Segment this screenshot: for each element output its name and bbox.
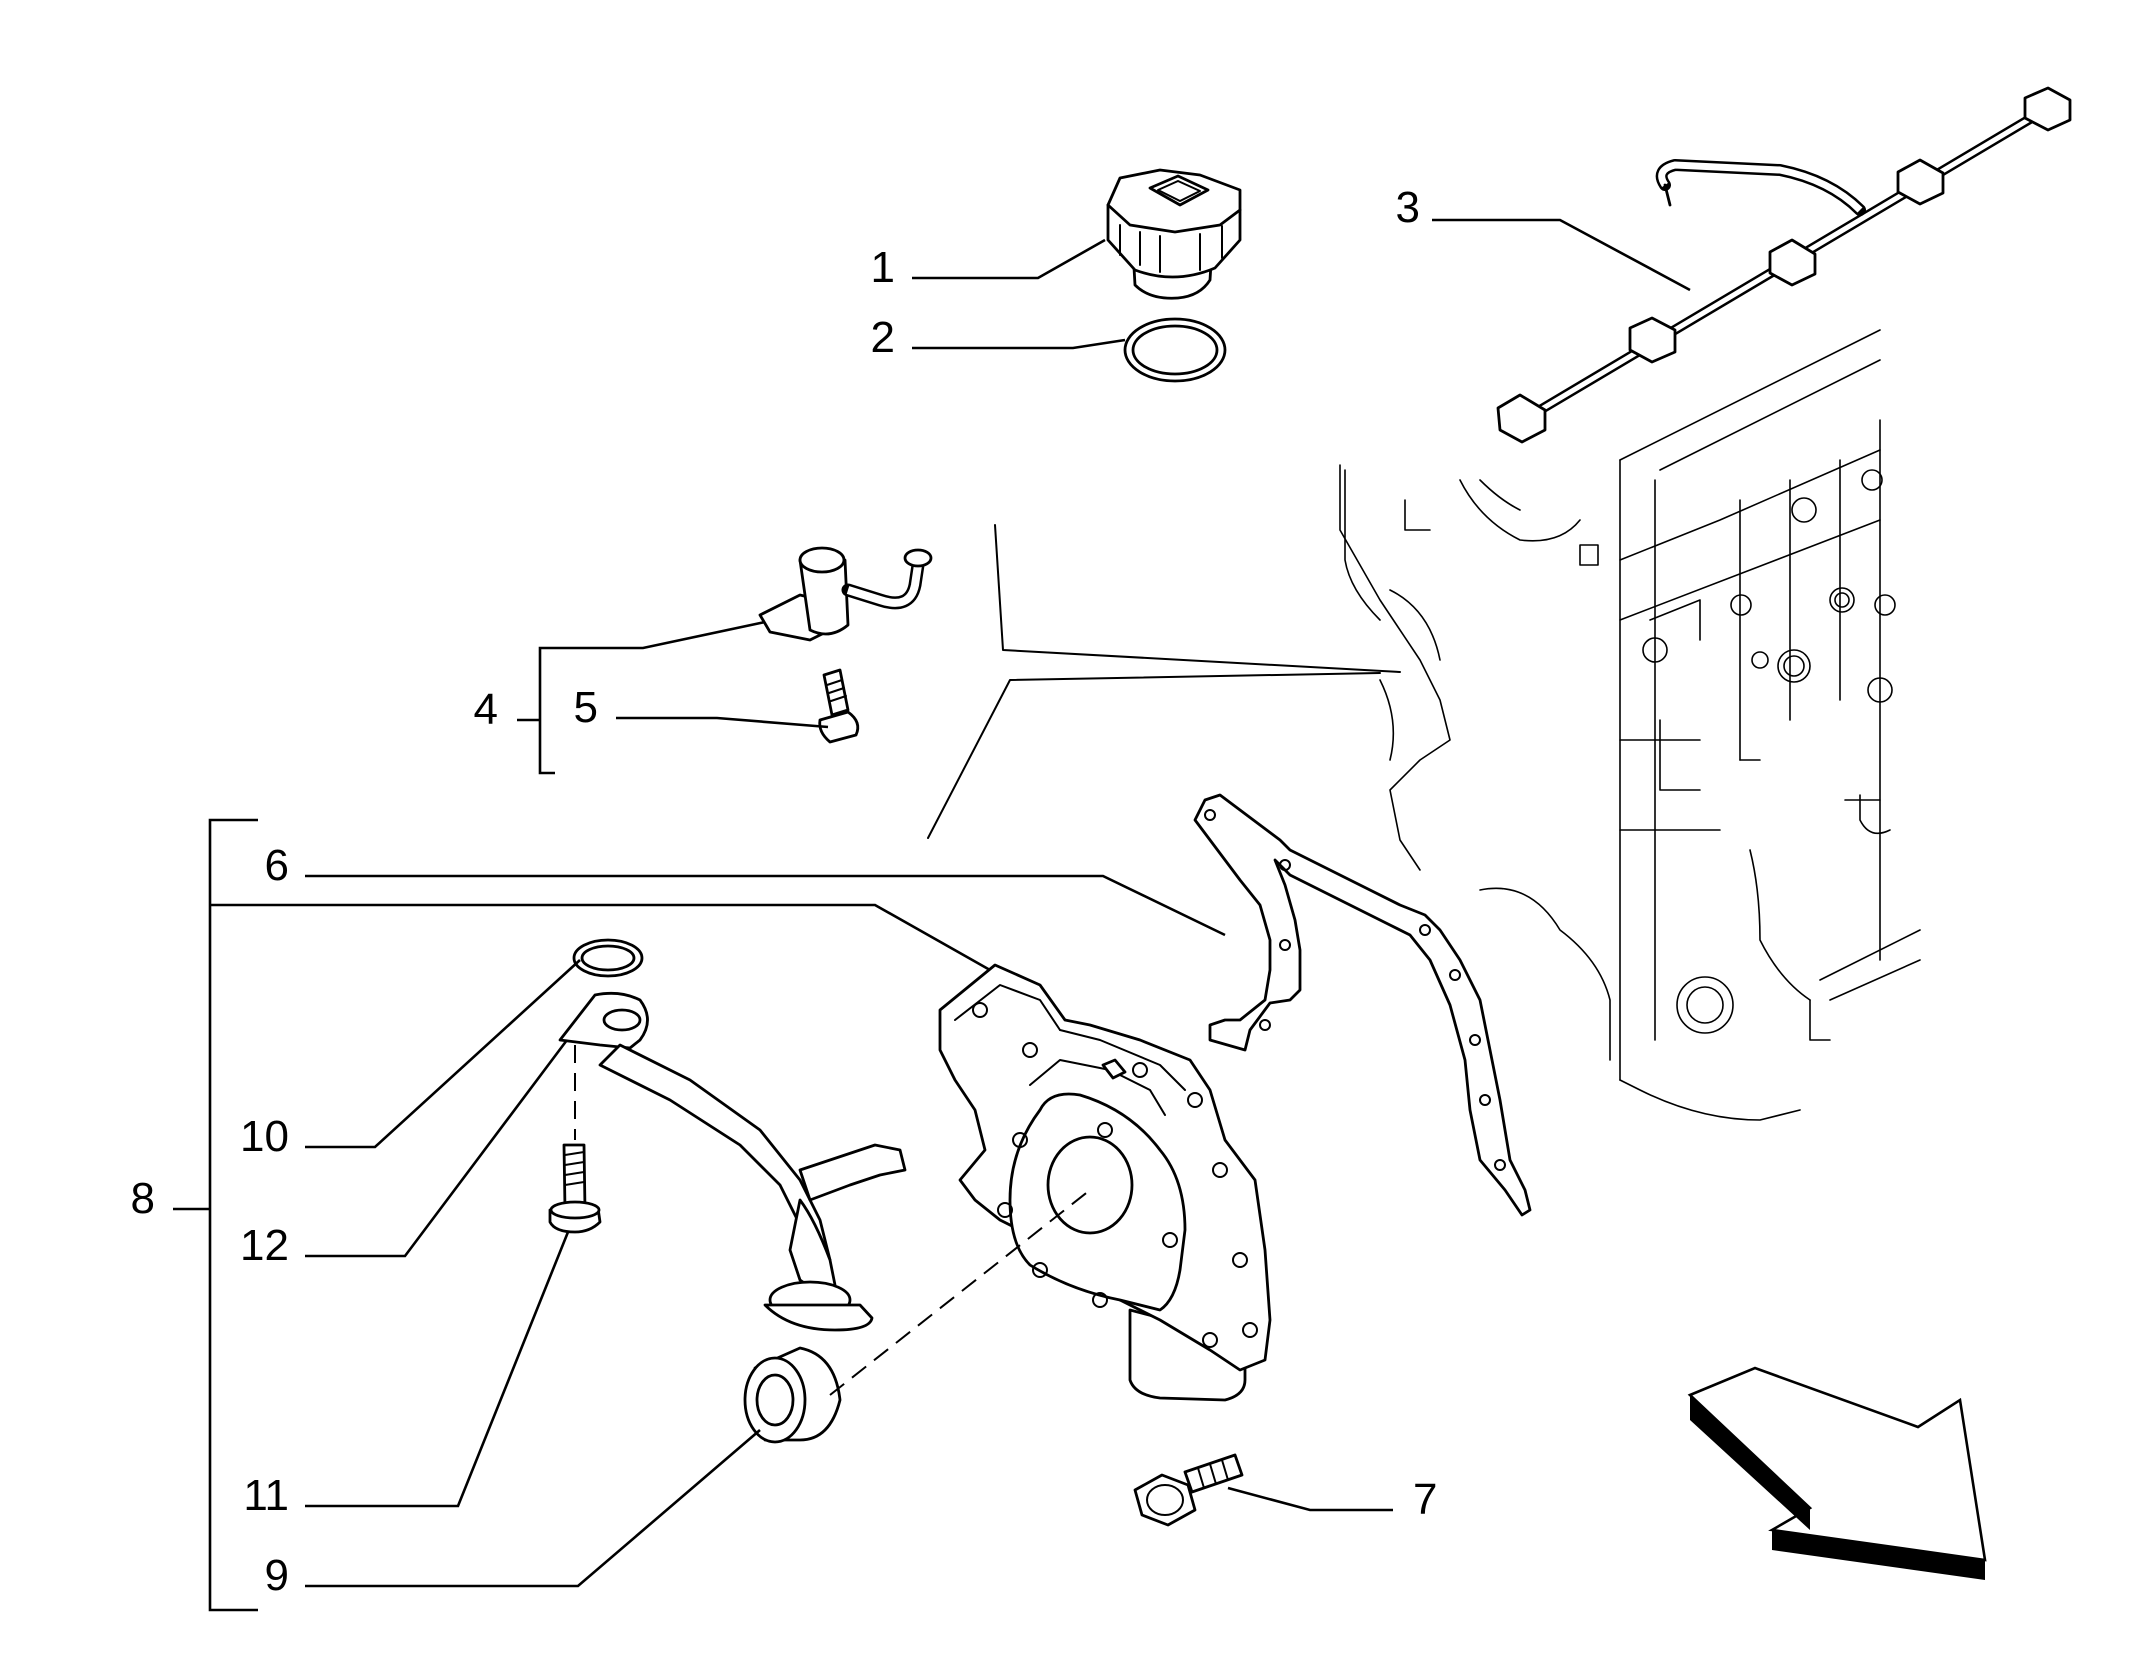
callout-2: 2 — [871, 313, 895, 362]
callout-4: 4 — [474, 685, 498, 734]
oil-pickup-pipe — [558, 991, 907, 1332]
callout-6: 6 — [265, 841, 289, 890]
oil-filler-cap — [1106, 168, 1242, 300]
callout-11: 11 — [243, 1471, 289, 1520]
breather-fitting-assembly — [758, 546, 933, 642]
leader-lines — [173, 218, 1691, 1612]
callout-1: 1 — [871, 243, 895, 292]
pump-mounting-bolt — [1133, 1453, 1244, 1527]
filler-cap-seal-ring — [1123, 317, 1227, 383]
pickup-o-ring — [572, 938, 644, 978]
oil-pump-body — [938, 963, 1272, 1402]
fitting-screw — [818, 668, 860, 744]
pickup-bolt — [548, 1143, 602, 1234]
fuel-injector-leak-off-pipe — [1496, 86, 2072, 444]
callout-10: 10 — [240, 1112, 289, 1161]
shaft-seal — [743, 1346, 842, 1444]
orientation-arrow — [1687, 1366, 1987, 1580]
engine-block-outline — [1339, 329, 1921, 1121]
callout-8: 8 — [131, 1174, 155, 1223]
callout-12: 12 — [240, 1221, 289, 1270]
callout-5: 5 — [574, 683, 598, 732]
oil-pump-gasket — [1193, 793, 1532, 1217]
callout-3: 3 — [1396, 183, 1420, 232]
section-lines — [927, 524, 1401, 839]
callout-9: 9 — [265, 1551, 289, 1600]
assembly-centerlines — [574, 1045, 1091, 1396]
callout-7: 7 — [1413, 1475, 1437, 1524]
callout-labels: 1 2 3 4 5 6 7 8 9 10 11 12 — [131, 183, 1438, 1600]
